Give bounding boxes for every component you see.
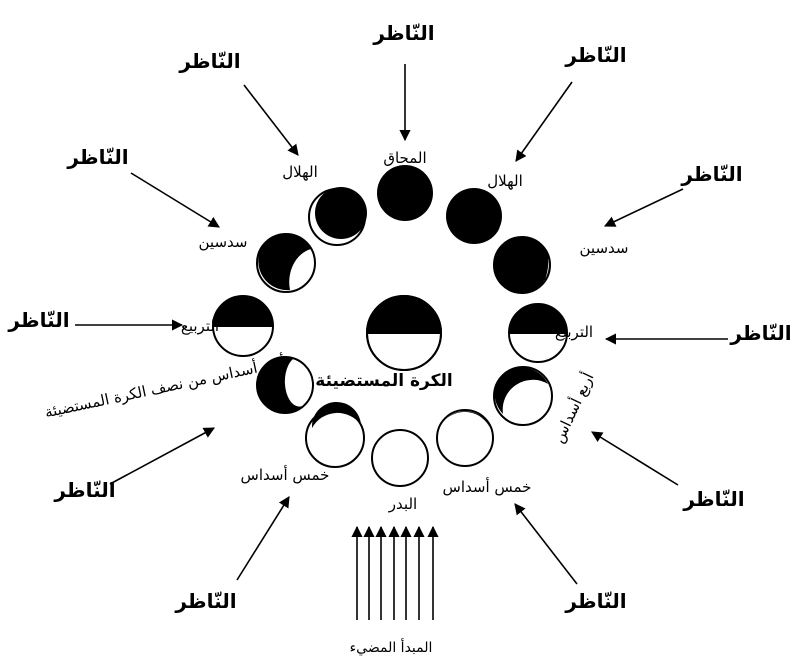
observer-label-left-lower: النّاظر: [53, 478, 115, 502]
label-four-sixths-right: أربع أسداس: [548, 369, 597, 445]
observer-label-right-upper: النّاظر: [680, 162, 742, 186]
moon-five-sixths-left: [306, 402, 364, 467]
moon-new: [377, 165, 433, 221]
label-new-moon: المحاق: [383, 149, 426, 167]
observer-label-top: النّاظر: [372, 21, 434, 45]
observer-label-right-mid: النّاظر: [729, 321, 791, 345]
moon-sixths-right: [494, 237, 550, 293]
moon-quarter-left: [210, 293, 276, 356]
observer-arrow-left-upper: [131, 173, 219, 227]
observer-arrow-right-upper: [605, 189, 683, 226]
label-full-moon: البدر: [388, 495, 417, 513]
observer-label-bottom-right: النّاظر: [564, 589, 626, 613]
moon-sixths-left: [257, 234, 315, 292]
moon-crescent-right: [446, 188, 502, 244]
label-quarter-left: التربيع: [181, 317, 219, 335]
observer-label-left-upper: النّاظر: [66, 145, 128, 169]
moon-five-sixths-right: [437, 410, 493, 466]
central-sphere: [360, 290, 450, 370]
observer-arrow-left-lower: [110, 428, 214, 484]
observer-arrow-bottom-left: [237, 497, 289, 580]
observer-arrow-right-lower: [592, 432, 678, 485]
label-crescent-left: الهلال: [282, 163, 318, 181]
central-sphere-label: الكرة المستضيئة: [315, 371, 452, 391]
observer-label-left-mid: النّاظر: [7, 308, 69, 332]
observer-label-bottom-left: النّاظر: [174, 589, 236, 613]
label-sixths-left: سدسين: [199, 233, 248, 251]
label-sixths-right: سدسين: [580, 239, 629, 257]
observer-arrow-bottom-right: [515, 504, 577, 584]
label-crescent-right: الهلال: [487, 172, 523, 190]
moon-four-sixths-right: [494, 367, 552, 425]
label-five-sixths-left: خمس أسداس: [241, 465, 330, 484]
moon-full: [372, 430, 428, 486]
observer-label-top-left: النّاظر: [178, 49, 240, 73]
label-four-sixths-left: أربع أسداس من نصف الكرة المستضيئة: [43, 352, 287, 422]
moon-crescent-left: [309, 187, 367, 245]
sun-label: المبدأ المضيء: [350, 638, 433, 656]
observer-arrow-top-left: [244, 85, 298, 155]
observer-arrow-top-right: [516, 82, 572, 161]
label-quarter-right: التربيع: [555, 323, 593, 341]
sun-rays: [357, 527, 433, 620]
label-five-sixths-right: خمس أسداس: [443, 477, 532, 496]
observer-label-top-right: النّاظر: [564, 43, 626, 67]
observer-label-right-lower: النّاظر: [682, 487, 744, 511]
